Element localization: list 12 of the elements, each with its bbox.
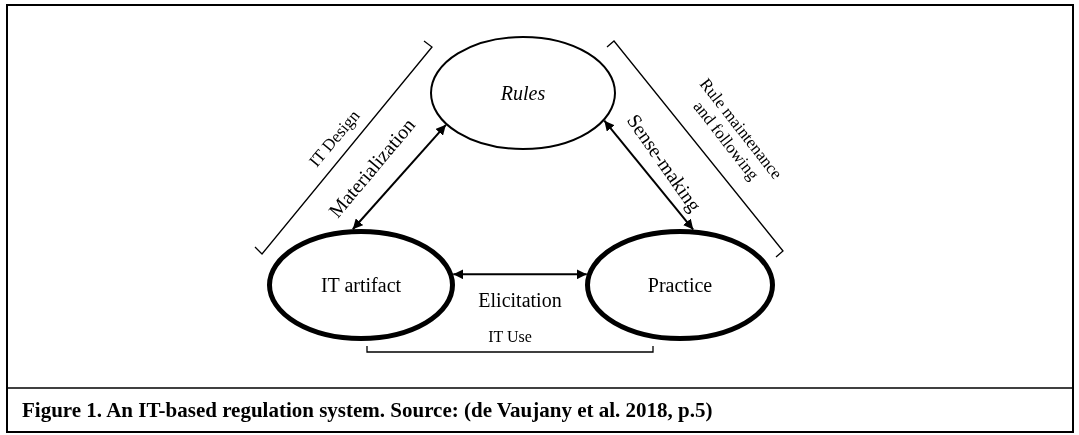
double-arrow bbox=[603, 119, 695, 231]
figure-caption: Figure 1. An IT-based regulation system. Source: (de Vaujany et al. 2018, p.5) bbox=[22, 398, 713, 423]
ellipse-node bbox=[585, 229, 775, 341]
node-label: Practice bbox=[647, 273, 713, 297]
node-label: IT artifact bbox=[320, 273, 402, 297]
double-arrow bbox=[452, 269, 588, 280]
node-label: Rules bbox=[500, 81, 546, 105]
ellipse-node bbox=[430, 36, 616, 150]
double-arrow bbox=[351, 123, 447, 231]
bracket-label: IT Use bbox=[488, 328, 532, 346]
edge-label: Elicitation bbox=[478, 288, 562, 312]
ellipse-node bbox=[267, 229, 455, 341]
